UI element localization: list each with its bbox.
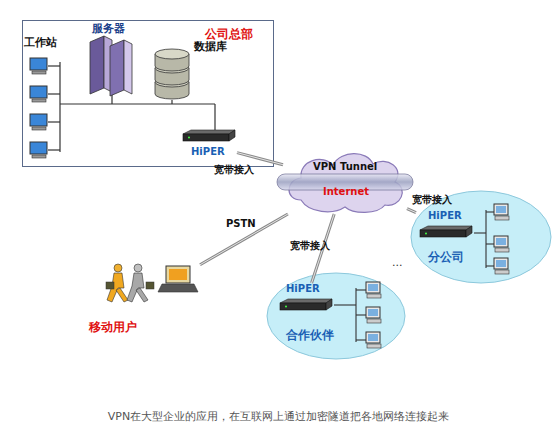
user-label: 移动用户 — [89, 320, 137, 334]
device-label: HiPER — [286, 283, 320, 295]
partner-site: 合作伙伴 HiPER — [266, 272, 406, 360]
ellipsis-mark: ... — [392, 256, 403, 269]
headquarters-box: 公司总部 HiPER — [22, 20, 274, 167]
device-label: HiPER — [428, 210, 462, 222]
site-title: 合作伙伴 — [286, 328, 334, 342]
tunnel-link — [407, 209, 416, 213]
mobile-user: 移动用户 — [85, 258, 200, 338]
laptop-icon — [158, 266, 198, 292]
site-title: 分公司 — [428, 250, 464, 264]
tunnel-link — [200, 214, 288, 265]
vpn-router: HiPER — [416, 210, 476, 242]
link-label: 宽带接入 — [290, 240, 330, 252]
internet-cloud: VPN TunnelInternet — [283, 148, 407, 214]
vpn-router: HiPER — [179, 128, 237, 162]
component-label: 工作站 — [24, 36, 57, 49]
link-label: PSTN — [226, 218, 256, 230]
component-label: 服务器 — [92, 22, 125, 35]
link-label: 宽带接入 — [214, 164, 254, 176]
figure-caption: VPN在大型企业的应用，在互联网上通过加密隧道把各地网络连接起来 — [0, 410, 557, 423]
cloud-subtitle: Internet — [323, 186, 369, 198]
cloud-title: VPN Tunnel — [313, 161, 377, 173]
mobile-user-figures — [106, 264, 154, 302]
component-label: 数据库 — [194, 40, 227, 53]
site-title: 公司总部 — [205, 27, 253, 41]
link-label: 宽带接入 — [412, 194, 452, 206]
device-label: HiPER — [191, 146, 225, 158]
cloud-outline — [283, 148, 407, 214]
vpn-router: HiPER — [276, 283, 336, 317]
